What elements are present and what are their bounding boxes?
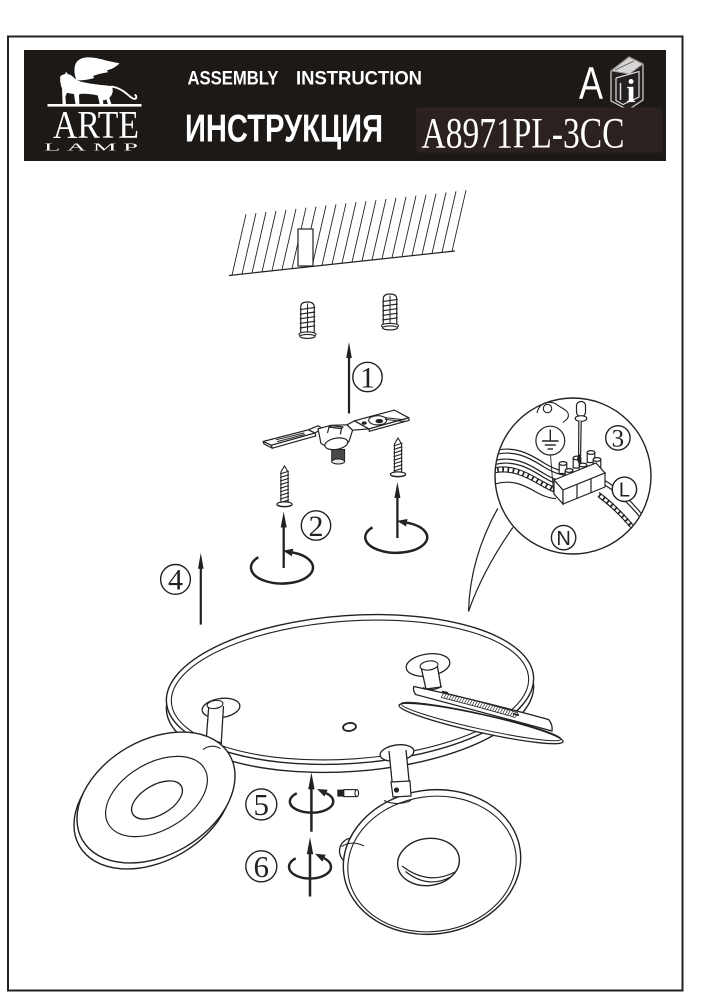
svg-text:6: 6 <box>254 849 270 884</box>
svg-text:ИНСТРУКЦИЯ: ИНСТРУКЦИЯ <box>185 108 383 151</box>
svg-text:4: 4 <box>168 564 183 597</box>
svg-text:i: i <box>626 74 635 110</box>
svg-text:3: 3 <box>612 426 625 453</box>
svg-text:N: N <box>556 528 570 550</box>
svg-text:L A M P: L A M P <box>44 143 138 154</box>
svg-text:L: L <box>619 480 630 502</box>
svg-text:5: 5 <box>254 787 270 822</box>
svg-text:1: 1 <box>360 361 375 394</box>
svg-text:INSTRUCTION: INSTRUCTION <box>296 68 422 90</box>
svg-text:ASSEMBLY: ASSEMBLY <box>188 68 279 90</box>
svg-text:A: A <box>579 58 603 109</box>
svg-text:A8971PL-3CC: A8971PL-3CC <box>422 111 625 158</box>
svg-text:ARTE: ARTE <box>53 104 139 147</box>
svg-text:2: 2 <box>309 510 324 543</box>
